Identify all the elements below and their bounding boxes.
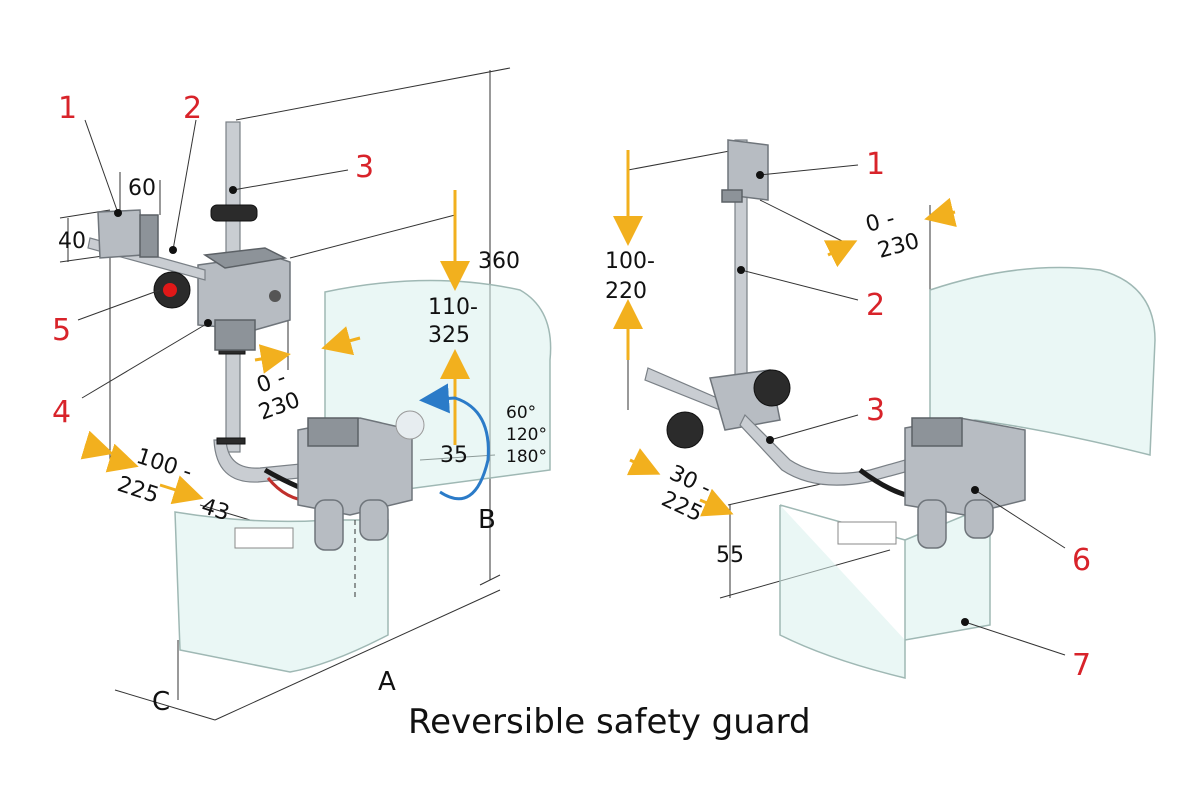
left-yellow-arrows (80, 190, 470, 505)
right-callout-2: 2 (866, 288, 885, 323)
left-angle-60: 60° (506, 403, 536, 423)
right-callout-6: 6 (1072, 543, 1091, 578)
left-angle-120: 120° (506, 425, 547, 445)
left-dim-110: 110- (428, 295, 478, 320)
left-dim-60: 60 (128, 176, 156, 201)
left-warning-label (234, 527, 294, 549)
right-callout-1: 1 (866, 147, 885, 182)
left-angle-180: 180° (506, 447, 547, 467)
right-upper-shield (929, 266, 1156, 456)
left-dim-40: 40 (58, 229, 86, 254)
right-yellow-arrows (613, 150, 957, 517)
right-dim-100: 100- (605, 249, 655, 274)
left-callout-5: 5 (52, 313, 71, 348)
left-top-knob[interactable] (210, 204, 258, 222)
left-rod-end-clamp (97, 209, 143, 259)
right-warning-label (837, 521, 897, 545)
right-knob-lower[interactable] (666, 411, 704, 449)
left-dim-360: 360 (478, 249, 520, 274)
left-dim-225: 225 (114, 472, 162, 509)
right-callout-leaders (737, 164, 1066, 656)
right-dim-0: 0 - (863, 206, 897, 238)
left-label-C: C (152, 687, 170, 717)
left-callout-4: 4 (52, 395, 71, 430)
left-dim-35: 35 (440, 443, 468, 468)
left-rotation-arrow (419, 383, 490, 501)
left-label-B: B (478, 505, 496, 535)
right-assembly: 1 2 3 6 7 100- 220 0 - 230 30 - 225 55 (605, 139, 1156, 683)
left-assembly: 1 2 3 4 5 60 40 360 110- 325 0 - 230 100… (52, 67, 552, 721)
right-top-clamp (727, 139, 769, 201)
right-knob-upper[interactable] (753, 369, 791, 407)
right-dim-55: 55 (716, 543, 744, 568)
left-callout-3: 3 (355, 150, 374, 185)
left-callout-1: 1 (58, 91, 77, 126)
left-label-A: A (378, 667, 396, 697)
left-callout-2: 2 (183, 91, 202, 126)
right-callout-7: 7 (1072, 648, 1091, 683)
left-dim-325: 325 (428, 323, 470, 348)
right-callout-3: 3 (866, 393, 885, 428)
figure-caption: Reversible safety guard (408, 702, 811, 742)
right-dim-220: 220 (605, 279, 647, 304)
left-callout-leaders (77, 119, 349, 399)
